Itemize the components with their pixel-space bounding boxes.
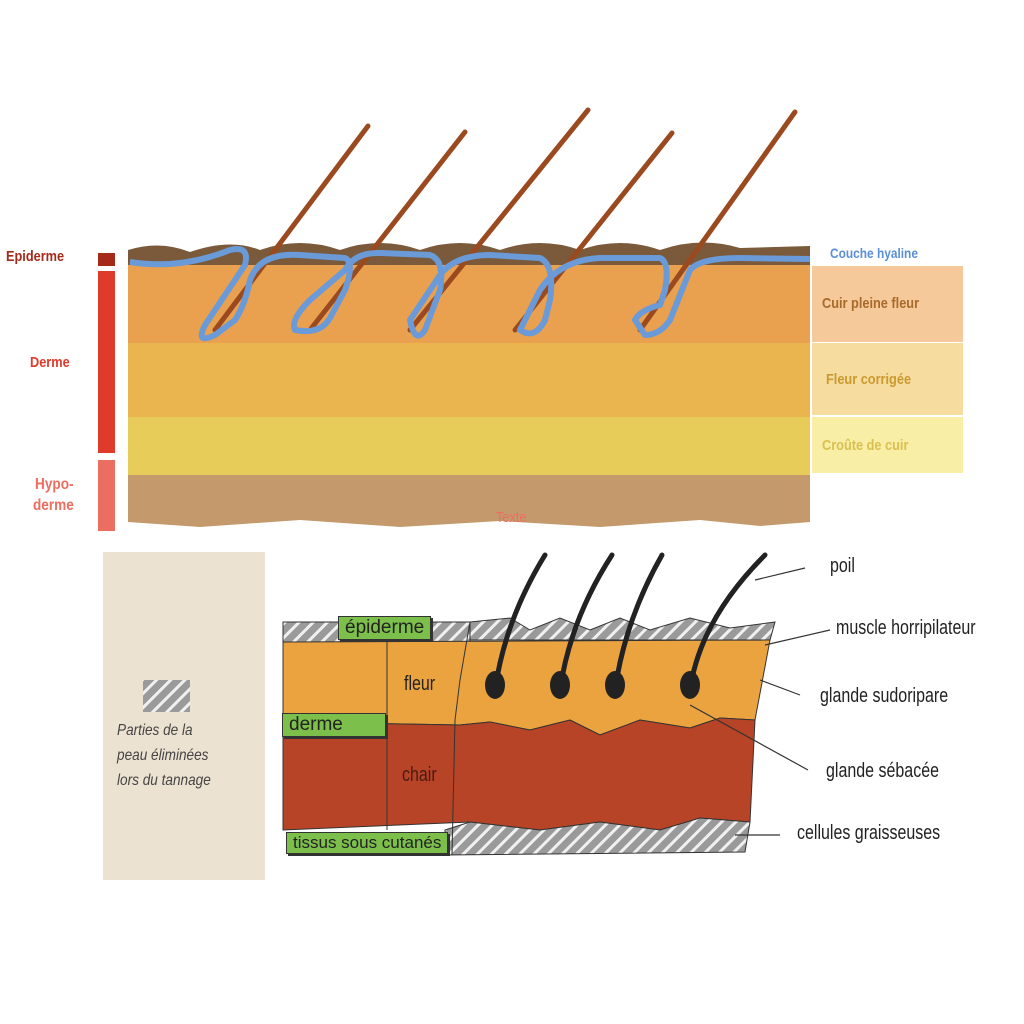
- callout-poil: poil: [830, 555, 855, 577]
- tag-tissus: tissus sous cutanés: [286, 832, 449, 854]
- split-layer: [128, 417, 810, 475]
- label-hypoderme-1: Hypo-: [35, 476, 74, 493]
- label-cuir-pleine-fleur: Cuir pleine fleur: [822, 295, 920, 312]
- hyaline-line: [129, 246, 811, 342]
- label-texte: Texte: [496, 509, 527, 526]
- callout-glande-sudoripare: glande sudoripare: [820, 685, 949, 707]
- legend-text: Parties de la peau éliminées lors du tan…: [117, 718, 211, 793]
- callout-cellules: cellules graisseuses: [797, 822, 941, 844]
- label-derme: Derme: [30, 354, 70, 371]
- legend-line-2: peau éliminées: [117, 747, 209, 764]
- tag-derme: derme: [282, 713, 386, 737]
- callout-muscle: muscle horripilateur: [836, 617, 976, 639]
- legend-line-3: lors du tannage: [117, 772, 211, 789]
- grain-layer: [128, 265, 810, 343]
- label-couche-hyaline: Couche hyaline: [830, 245, 918, 261]
- legend-line-1: Parties de la: [117, 722, 193, 739]
- label-hypoderme-2: derme: [33, 497, 74, 514]
- inner-chair: chair: [402, 764, 437, 786]
- callout-glande-sebacee: glande sébacée: [826, 760, 939, 782]
- tag-epiderme: épiderme: [338, 616, 432, 640]
- top-skin-block: [128, 107, 811, 527]
- legend-swatch: [143, 680, 190, 712]
- left-scale-bars: [98, 253, 115, 531]
- inner-fleur: fleur: [404, 673, 436, 695]
- hypoderme-bar: [98, 460, 115, 531]
- label-fleur-corrigee: Fleur corrigée: [826, 371, 912, 388]
- right-label-boxes: [812, 266, 963, 473]
- corrected-grain-layer: [128, 343, 810, 417]
- derme-bar: [98, 271, 115, 453]
- bottom-skin-block: [282, 552, 831, 856]
- epiderme-bar: [98, 253, 115, 266]
- label-croute-de-cuir: Croûte de cuir: [822, 437, 909, 454]
- textured-margin: [103, 552, 265, 880]
- hypodermis-layer: [128, 475, 810, 527]
- label-epiderme: Epiderme: [6, 248, 65, 265]
